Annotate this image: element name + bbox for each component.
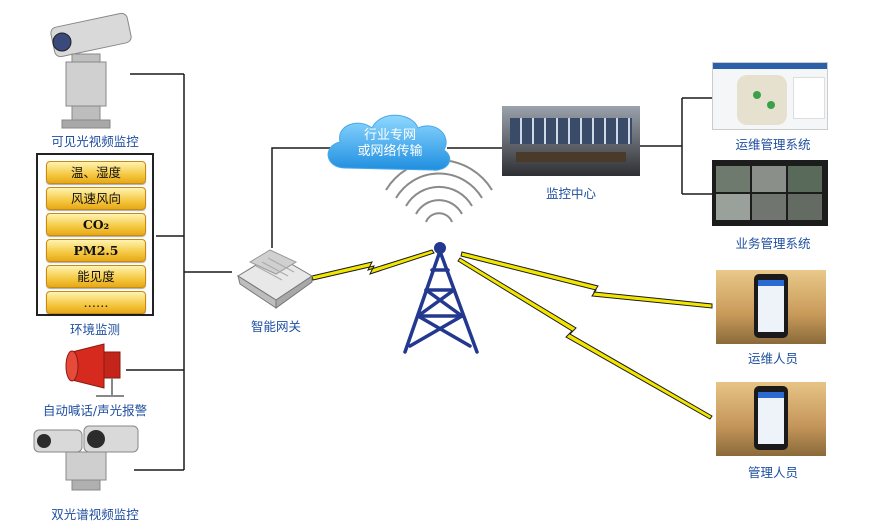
sensor-co2: CO₂ bbox=[46, 213, 146, 236]
cloud-icon bbox=[327, 114, 451, 171]
cloud-line2: 或网络传输 bbox=[357, 144, 423, 159]
cloud-line1: 行业专网 bbox=[363, 128, 416, 143]
label-ops-system: 运维管理系统 bbox=[735, 137, 811, 152]
cloud-label: 行业专网 或网络传输 bbox=[332, 128, 448, 160]
sensor-visibility: 能见度 bbox=[46, 265, 146, 288]
mgmt-staff-photo bbox=[716, 382, 826, 456]
label-ops-staff: 运维人员 bbox=[747, 351, 798, 366]
visible-camera-icon bbox=[50, 12, 132, 129]
label-dual-camera: 双光谱视频监控 bbox=[51, 507, 139, 522]
wireless-links bbox=[311, 249, 713, 420]
sensor-more: …… bbox=[46, 291, 146, 314]
alarm-speaker-icon bbox=[65, 343, 124, 397]
label-visible-camera: 可见光视频监控 bbox=[51, 134, 139, 149]
gateway-device-icon bbox=[237, 249, 313, 309]
biz-system-screenshot bbox=[712, 160, 828, 226]
env-sensor-panel: 温、湿度 风速风向 CO₂ PM2.5 能见度 …… bbox=[36, 153, 154, 316]
ops-staff-photo bbox=[716, 270, 826, 344]
tower-top-icon bbox=[434, 242, 446, 254]
label-env-monitor: 环境监测 bbox=[69, 322, 120, 337]
dual-camera-icon bbox=[33, 425, 139, 491]
label-mgmt-staff: 管理人员 bbox=[747, 465, 798, 480]
sensor-wind: 风速风向 bbox=[46, 187, 146, 210]
sensor-pm25: PM2.5 bbox=[46, 239, 146, 262]
label-monitor-center: 监控中心 bbox=[545, 186, 596, 201]
label-gateway: 智能网关 bbox=[250, 319, 301, 334]
label-biz-system: 业务管理系统 bbox=[735, 236, 811, 251]
monitor-center-image bbox=[502, 106, 640, 176]
sensor-temp-humidity: 温、湿度 bbox=[46, 161, 146, 184]
tower-icon bbox=[403, 252, 479, 354]
ops-system-screenshot bbox=[712, 62, 828, 130]
label-alarm: 自动喊话/声光报警 bbox=[42, 403, 148, 418]
